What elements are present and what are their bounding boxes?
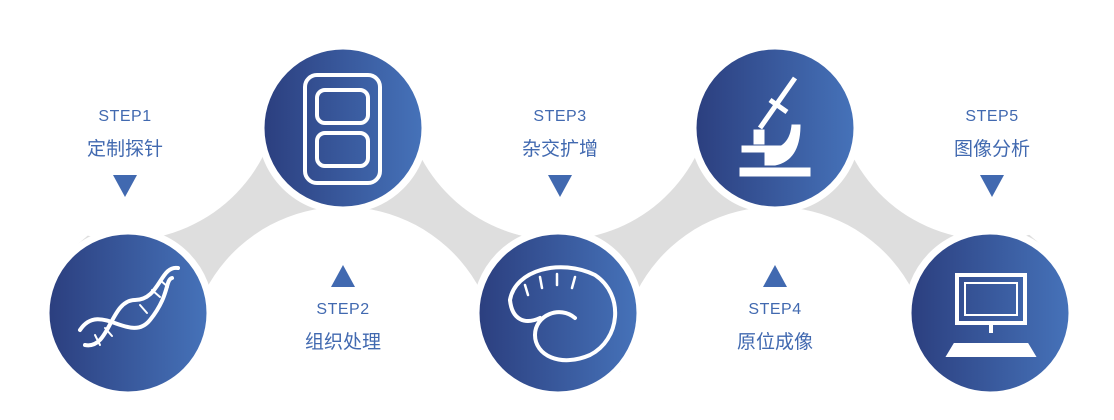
step-number: STEP4 xyxy=(748,301,802,318)
arrow-up-icon xyxy=(763,265,787,287)
step-number: STEP3 xyxy=(533,108,587,125)
microscope-icon xyxy=(739,76,811,177)
arrow-down-icon xyxy=(548,175,572,197)
step-number: STEP2 xyxy=(316,301,370,318)
brain-tissue-icon xyxy=(508,265,618,363)
computer-icon xyxy=(945,273,1037,357)
step3-label: STEP3 杂交扩增 xyxy=(480,108,640,197)
step-name: 图像分析 xyxy=(953,138,1030,160)
step-number: STEP1 xyxy=(98,108,152,125)
step-name: 定制探针 xyxy=(86,138,163,160)
step1-label: STEP1 定制探针 xyxy=(45,108,205,197)
dna-icon xyxy=(78,265,180,348)
arrow-down-icon xyxy=(980,175,1004,197)
step5-label: STEP5 图像分析 xyxy=(912,108,1072,197)
step-number: STEP5 xyxy=(965,108,1019,125)
slide-icon xyxy=(303,73,382,185)
step-name: 组织处理 xyxy=(304,331,381,353)
step5-circle xyxy=(904,227,1076,399)
step4-circle xyxy=(689,42,861,214)
step-name: 杂交扩增 xyxy=(521,138,598,160)
arrow-down-icon xyxy=(113,175,137,197)
step-name: 原位成像 xyxy=(736,331,813,353)
step1-circle xyxy=(42,227,214,399)
step2-circle xyxy=(257,42,429,214)
step4-label: STEP4 原位成像 xyxy=(695,265,855,354)
step2-label: STEP2 组织处理 xyxy=(263,265,423,354)
arrow-up-icon xyxy=(331,265,355,287)
